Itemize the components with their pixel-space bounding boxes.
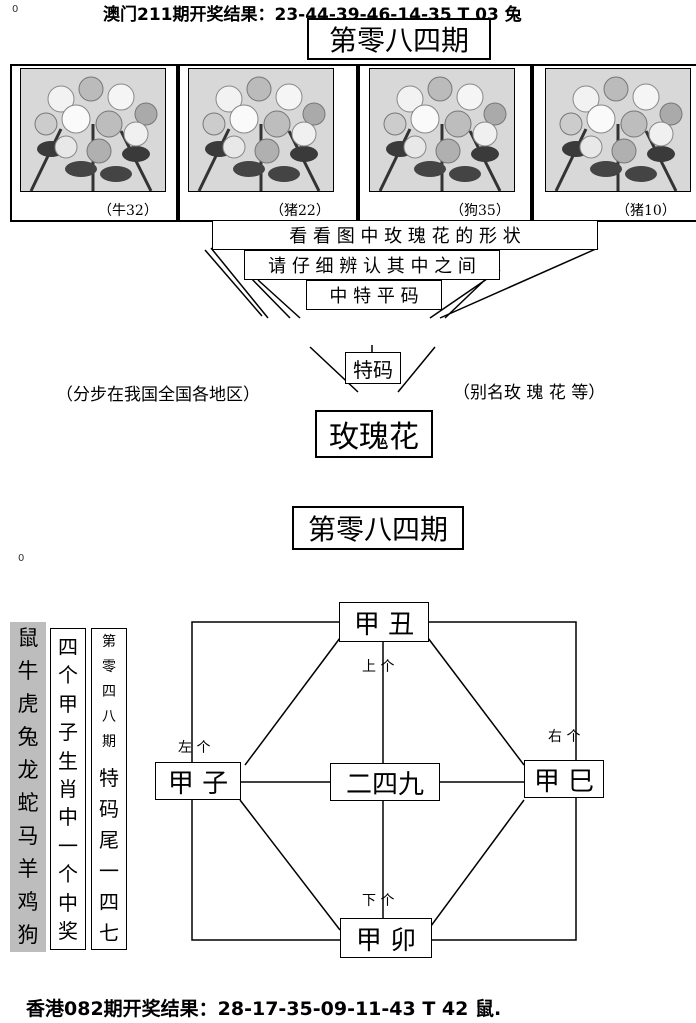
hint-char: 个 — [58, 663, 78, 688]
photo-divider-2 — [356, 64, 360, 222]
tail-small-char: 期 — [102, 734, 116, 750]
hint-char: 生 — [58, 748, 78, 773]
tail-large-char: 四 — [99, 890, 119, 914]
funnel-line-3-text: 中 特 平 码 — [329, 286, 419, 307]
zodiac-item: 牛 — [17, 659, 39, 683]
zodiac-item: 龙 — [17, 758, 39, 782]
photo-label-3: （狗35） — [450, 203, 510, 219]
hint-char: 中 — [58, 805, 78, 830]
tail-small-char: 第 — [102, 634, 116, 650]
diagram-node-center: 二四九 — [330, 763, 440, 801]
rose-photo-4 — [545, 68, 691, 192]
funnel-line-2-text: 请 仔 细 辨 认 其 中 之 间 — [268, 256, 476, 277]
zodiac-item: 鸡 — [17, 890, 39, 914]
diagram-node-top: 甲 丑 — [339, 602, 429, 642]
hint-char: 子 — [58, 720, 78, 745]
rose-bouquet-image — [546, 69, 690, 191]
issue-title-top: 第零八四期 — [307, 18, 491, 60]
tail-column: 第 零 四 八 期 特 码 尾 一 四 七 — [91, 628, 127, 950]
tail-large-char: 尾 — [99, 828, 119, 852]
diagram-node-bottom-text: 甲 卯 — [355, 925, 417, 956]
funnel-line-2: 请 仔 细 辨 认 其 中 之 间 — [244, 250, 500, 280]
diagram-label-left: 左 个 — [178, 740, 211, 756]
zodiac-item: 狗 — [17, 923, 39, 947]
photo-divider-1 — [176, 64, 180, 222]
funnel-line-1: 看 看 图 中 玫 瑰 花 的 形 状 — [212, 220, 598, 250]
diagram-node-right: 甲 巳 — [524, 760, 604, 798]
special-code-box: 特码 — [345, 352, 401, 384]
rose-photo-1 — [20, 68, 166, 192]
diagram-node-center-text: 二四九 — [345, 769, 424, 800]
zodiac-item: 马 — [17, 824, 39, 848]
tail-large-char: 特 — [99, 766, 119, 790]
corner-mark-middle: 0 — [18, 553, 25, 564]
tail-small-char: 零 — [102, 659, 116, 675]
rose-bouquet-image — [21, 69, 165, 191]
diagram-label-right: 右 个 — [548, 729, 581, 745]
diagram-label-top: 上 个 — [362, 659, 395, 675]
hint-char: 个 — [58, 862, 78, 887]
zodiac-item: 虎 — [17, 692, 39, 716]
diagram-node-right-text: 甲 巳 — [533, 766, 595, 797]
issue-title-bottom: 第零八四期 — [292, 506, 464, 550]
diagram-node-bottom: 甲 卯 — [340, 918, 432, 958]
hint-char: 肖 — [58, 776, 78, 801]
alias-note: （别名玫 瑰 花 等） — [453, 383, 606, 403]
hint-char: 奖 — [58, 918, 78, 943]
answer-box: 玫瑰花 — [315, 410, 433, 458]
zodiac-item: 兔 — [17, 725, 39, 749]
rose-photo-3 — [369, 68, 515, 192]
answer-text: 玫瑰花 — [329, 420, 419, 455]
funnel-line-3: 中 特 平 码 — [306, 280, 442, 310]
photo-label-2: （猪22） — [270, 203, 330, 219]
rose-photo-2 — [188, 68, 334, 192]
tail-large-char: 一 — [99, 859, 119, 883]
rose-bouquet-image — [370, 69, 514, 191]
hint-char: 甲 — [58, 691, 78, 716]
funnel-line-1-text: 看 看 图 中 玫 瑰 花 的 形 状 — [289, 226, 521, 247]
region-note: （分步在我国全国各地区） — [56, 385, 260, 405]
corner-mark-top: 0 — [12, 4, 19, 15]
tail-small-char: 四 — [102, 684, 116, 700]
zodiac-column: 鼠 牛 虎 兔 龙 蛇 马 羊 鸡 狗 — [10, 622, 46, 952]
zodiac-item: 蛇 — [17, 791, 39, 815]
hint-char: 中 — [58, 890, 78, 915]
diagram-node-top-text: 甲 丑 — [353, 609, 415, 640]
diagram-label-bottom: 下 个 — [362, 893, 395, 909]
zodiac-item: 羊 — [17, 857, 39, 881]
hint-char: 四 — [58, 635, 78, 659]
rose-bouquet-image — [189, 69, 333, 191]
tail-large-char: 码 — [99, 797, 119, 821]
diagram-node-left-text: 甲 子 — [167, 768, 229, 799]
photo-divider-3 — [530, 64, 534, 222]
special-code-text: 特码 — [353, 357, 393, 382]
issue-title-bottom-text: 第零八四期 — [307, 513, 448, 546]
hint-char: 一 — [58, 833, 78, 858]
tail-large-char: 七 — [99, 921, 119, 945]
zodiac-item: 鼠 — [17, 626, 39, 650]
tail-small-char: 八 — [102, 709, 116, 725]
photo-label-1: （牛32） — [98, 203, 158, 219]
issue-title-text: 第零八四期 — [328, 24, 469, 57]
photo-label-4: （猪10） — [616, 203, 676, 219]
hint-column: 四 个 甲 子 生 肖 中 一 个 中 奖 — [50, 628, 86, 950]
diagram-node-left: 甲 子 — [155, 762, 241, 800]
hongkong-result-line: 香港082期开奖结果：28-17-35-09-11-43 T 42 鼠. — [26, 998, 502, 1020]
